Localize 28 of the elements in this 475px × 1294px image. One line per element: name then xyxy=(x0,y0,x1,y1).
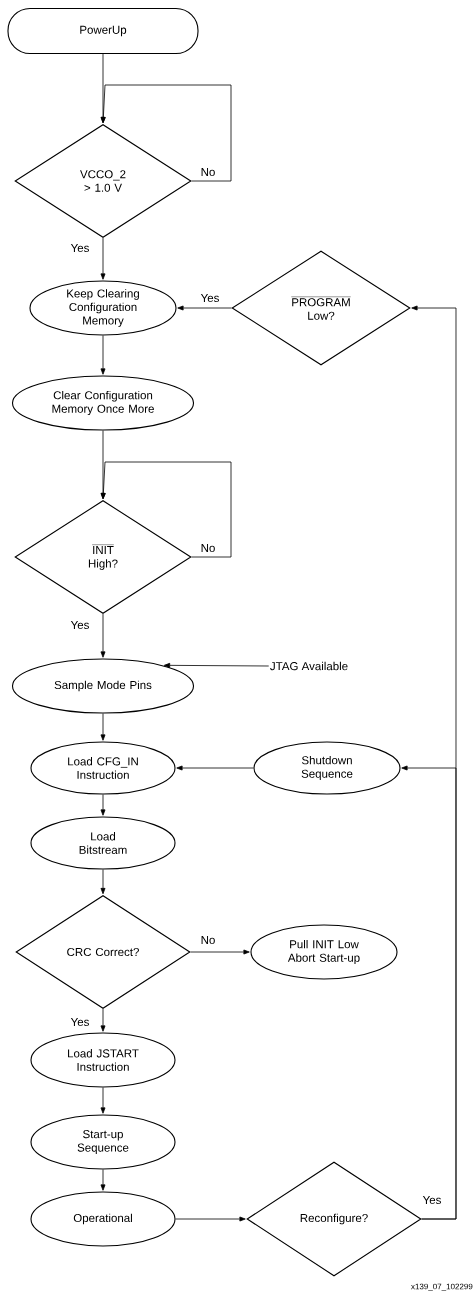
arrow xyxy=(100,335,106,375)
arrow xyxy=(177,305,232,311)
arrow xyxy=(100,237,106,280)
arrow xyxy=(175,1216,246,1222)
input-label: JTAG Available xyxy=(270,661,348,671)
figure-id: x139_07_102299 xyxy=(411,1283,473,1291)
arrow xyxy=(100,1087,106,1114)
arrow xyxy=(190,949,250,955)
arrow xyxy=(100,613,106,658)
edge-label: Yes xyxy=(69,243,91,253)
edge-label: Yes xyxy=(199,293,221,303)
arrow xyxy=(100,713,106,741)
arrow xyxy=(100,794,106,816)
edge-label: No xyxy=(199,167,217,177)
terminal-box: PowerUp xyxy=(7,7,199,55)
edge-label: No xyxy=(199,543,217,553)
edge-label: No xyxy=(199,935,217,945)
arrow xyxy=(100,869,106,895)
arrow xyxy=(100,461,232,558)
arrow xyxy=(401,765,457,1220)
edge-label: Yes xyxy=(69,620,91,630)
arrow xyxy=(100,84,232,182)
edge-label: Yes xyxy=(69,1017,91,1027)
arrow xyxy=(100,1008,106,1032)
arrow xyxy=(163,662,270,668)
edge-label: Yes xyxy=(421,1195,443,1206)
arrow xyxy=(100,1169,106,1191)
arrow xyxy=(176,765,254,771)
